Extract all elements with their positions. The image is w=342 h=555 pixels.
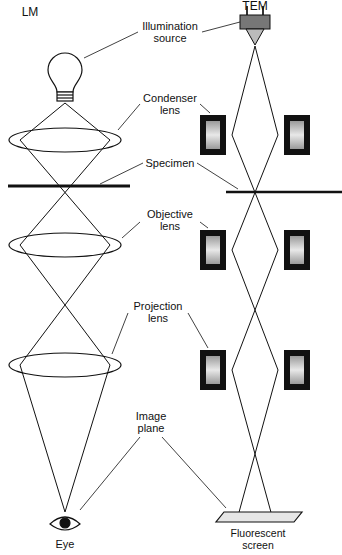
- part-label: Illumination source: [141, 20, 199, 44]
- column-title: LM: [22, 6, 39, 19]
- column-title: TEM: [242, 0, 267, 13]
- part-label: Condenser lens: [141, 92, 199, 116]
- part-label: Fluorescent screen: [223, 528, 293, 551]
- magnetic-lens: [200, 115, 310, 390]
- glass-lens: [9, 128, 121, 377]
- specimen-grid: [226, 191, 342, 194]
- part-label: Objective lens: [141, 208, 199, 232]
- part-label: Eye: [56, 538, 75, 550]
- electron-rays: [232, 46, 278, 516]
- light-bulb: [48, 53, 82, 101]
- part-label: Image plane: [126, 410, 176, 434]
- leader-line: [80, 22, 240, 510]
- fluorescent-screen: [216, 512, 302, 522]
- specimen-slide: [8, 185, 130, 188]
- light-rays: [20, 103, 110, 512]
- part-label: Specimen: [141, 157, 199, 169]
- eye-symbol: [50, 517, 80, 530]
- part-label: Projection lens: [129, 300, 187, 324]
